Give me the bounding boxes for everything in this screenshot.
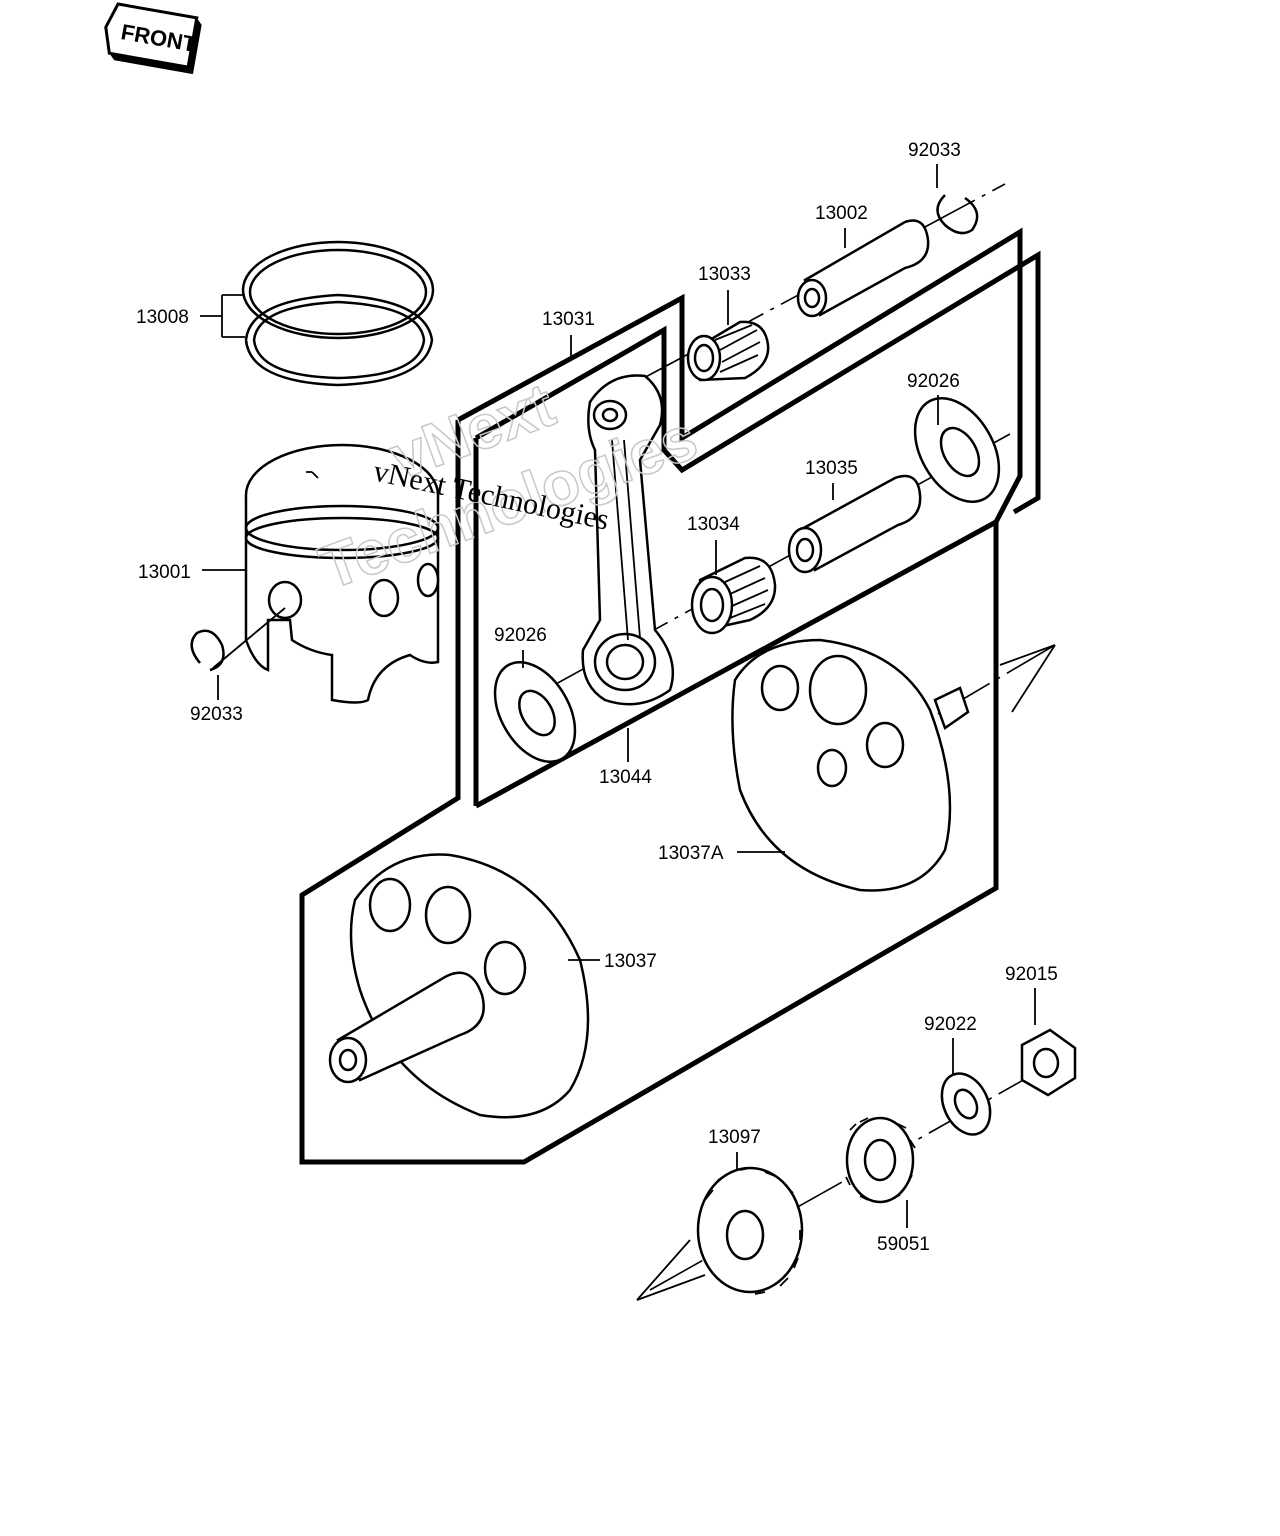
circlip-left [190, 607, 286, 672]
large-gear [696, 1166, 804, 1295]
front-direction-badge: FRONT [104, 2, 202, 75]
label-13033: 13033 [698, 264, 751, 285]
piston [244, 443, 440, 704]
piston-rings [241, 240, 435, 387]
crank-half-right [731, 638, 970, 892]
label-92026-right: 92026 [907, 371, 960, 392]
nut [1020, 1028, 1077, 1097]
piston-pin [796, 219, 930, 318]
label-13097: 13097 [708, 1127, 761, 1148]
small-gear [845, 1116, 916, 1204]
label-13037A: 13037A [658, 843, 724, 864]
label-13001: 13001 [138, 562, 191, 583]
label-13035: 13035 [805, 458, 858, 479]
connecting-rod [581, 374, 675, 706]
leader-lines [200, 164, 1036, 1228]
washer [940, 1072, 992, 1136]
label-92015: 92015 [1005, 964, 1058, 985]
label-13037: 13037 [604, 951, 657, 972]
crank-pin [787, 474, 922, 574]
label-92033-top: 92033 [908, 140, 961, 161]
part-labels: 92033 13002 13033 13031 13008 92026 1303… [136, 140, 1058, 1255]
label-59051: 59051 [877, 1234, 930, 1255]
label-13044: 13044 [599, 767, 652, 788]
label-13002: 13002 [815, 203, 868, 224]
small-end-bearing [686, 320, 770, 382]
circlip-top [936, 194, 979, 235]
crank-half-left [328, 853, 590, 1119]
label-92033-left: 92033 [190, 704, 243, 725]
big-end-bearing [690, 556, 777, 635]
label-13034: 13034 [687, 514, 740, 535]
label-13008: 13008 [136, 307, 189, 328]
thrust-washer-right [913, 397, 1001, 503]
label-92022: 92022 [924, 1014, 977, 1035]
assembly-outline [299, 227, 1041, 1165]
label-13031: 13031 [542, 309, 595, 330]
thrust-washer-left [493, 660, 577, 764]
label-92026-left: 92026 [494, 625, 547, 646]
